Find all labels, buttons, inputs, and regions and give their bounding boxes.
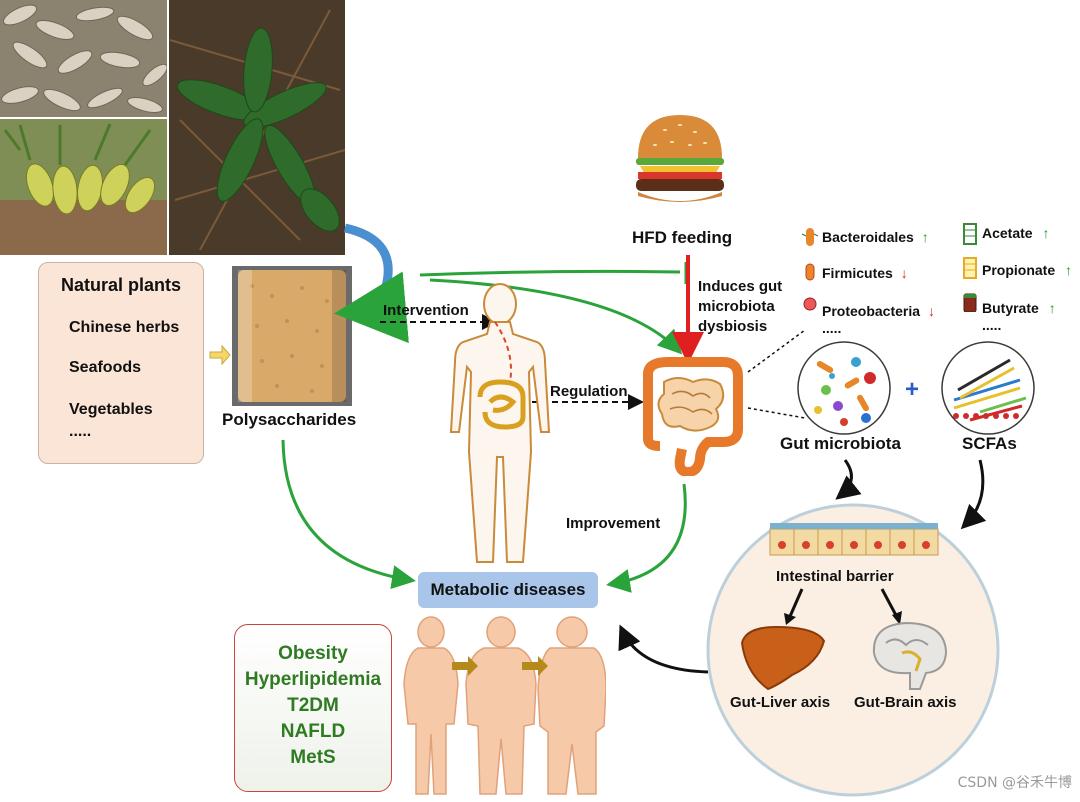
bacteria-item: Firmicutes ↓ bbox=[822, 265, 908, 281]
brain-icon bbox=[872, 621, 948, 690]
plants-to-jar-arrow bbox=[209, 344, 231, 366]
disease-item: Hyperlipidemia bbox=[244, 669, 382, 690]
obesity-progression-illustration bbox=[396, 614, 607, 797]
bacteria-name: Firmicutes bbox=[822, 265, 893, 281]
polysaccharide-jar-image bbox=[232, 266, 352, 406]
improvement-label: Improvement bbox=[566, 515, 661, 532]
regulation-label: Regulation bbox=[550, 383, 628, 400]
disease-item: NAFLD bbox=[280, 721, 346, 742]
metabolic-diseases-box: Metabolic diseases bbox=[418, 572, 598, 608]
natural-plants-box: Natural plants Chinese herbs Seafoods Ve… bbox=[38, 262, 204, 464]
scfa-name: Butyrate bbox=[982, 300, 1039, 316]
plant-photos-illustration bbox=[0, 0, 346, 255]
trend-up-icon: ↑ bbox=[1048, 300, 1056, 316]
hamburger-icon bbox=[630, 110, 730, 210]
microbiota-circle bbox=[796, 340, 892, 436]
scfa-icons bbox=[963, 223, 977, 312]
trend-down-icon: ↓ bbox=[900, 265, 908, 281]
dysbiosis-label-line: dysbiosis bbox=[698, 318, 768, 335]
trend-down-icon: ↓ bbox=[927, 303, 935, 319]
plus-icon: + bbox=[905, 376, 920, 403]
butyrate-icon bbox=[963, 293, 977, 312]
gut-microbiota-label: Gut microbiota bbox=[780, 434, 901, 453]
dysbiosis-label-line: Induces gut bbox=[698, 278, 783, 295]
bacteria-item: Proteobacteria ↓ bbox=[822, 303, 935, 319]
dysbiosis-label-line: microbiota bbox=[698, 298, 775, 315]
trend-up-icon: ↑ bbox=[921, 229, 929, 245]
polysaccharide-to-metabolic-arrow bbox=[281, 439, 416, 589]
plant-item: Vegetables bbox=[69, 401, 153, 418]
intestinal-barrier-label: Intestinal barrier bbox=[776, 568, 894, 585]
disease-item: Obesity bbox=[278, 643, 348, 664]
watermark: CSDN @谷禾牛博 bbox=[957, 775, 1072, 791]
human-body-illustration bbox=[445, 282, 555, 572]
gut-illustration bbox=[638, 354, 750, 477]
natural-plants-title: Natural plants bbox=[61, 275, 182, 295]
scfa-circle bbox=[940, 340, 1036, 436]
gut-axis-circle bbox=[706, 503, 1000, 797]
plant-item: Chinese herbs bbox=[69, 319, 180, 336]
bacteria-more: ..... bbox=[822, 320, 842, 336]
scfa-name: Propionate bbox=[982, 262, 1056, 278]
disease-list-box: Obesity Hyperlipidemia T2DM NAFLD MetS bbox=[234, 624, 392, 792]
gut-brain-axis-label: Gut-Brain axis bbox=[854, 694, 957, 711]
intervention-label: Intervention bbox=[383, 302, 469, 319]
bacteria-name: Bacteroidales bbox=[822, 229, 914, 245]
plant-item: ..... bbox=[69, 423, 92, 440]
gut-liver-axis-label: Gut-Liver axis bbox=[730, 694, 831, 711]
scfa-more: ..... bbox=[982, 317, 1002, 333]
firmicutes-icon bbox=[805, 263, 815, 281]
disease-item: T2DM bbox=[287, 695, 339, 716]
photo-to-jar-arrow bbox=[334, 223, 409, 344]
improvement-arrow bbox=[606, 483, 687, 593]
scfa-name: Acetate bbox=[982, 225, 1033, 241]
bacteria-item: Bacteroidales ↑ bbox=[822, 229, 929, 245]
scfas-label: SCFAs bbox=[962, 434, 1017, 453]
polysaccharide-to-gut-arrow bbox=[429, 278, 683, 355]
scfa-item: Butyrate ↑ bbox=[982, 300, 1056, 316]
propionate-icon bbox=[963, 257, 977, 279]
scfa-item: Acetate ↑ bbox=[982, 225, 1049, 241]
inhibit-line bbox=[419, 269, 681, 277]
acetate-icon bbox=[963, 223, 977, 245]
hfd-feeding-label: HFD feeding bbox=[632, 228, 733, 247]
proteobacteria-icon bbox=[803, 297, 817, 311]
bacteria-name: Proteobacteria bbox=[822, 303, 921, 319]
trend-up-icon: ↑ bbox=[1065, 262, 1073, 278]
scfa-item: Propionate ↑ bbox=[982, 262, 1072, 278]
photo-collage bbox=[0, 0, 346, 255]
plant-item: Seafoods bbox=[69, 359, 142, 376]
bacteria-icons bbox=[801, 228, 819, 311]
disease-item: MetS bbox=[290, 747, 336, 768]
trend-up-icon: ↑ bbox=[1042, 225, 1050, 241]
liver-icon bbox=[740, 625, 826, 691]
polysaccharides-label: Polysaccharides bbox=[222, 410, 357, 429]
bacteroidales-icon bbox=[801, 228, 819, 246]
